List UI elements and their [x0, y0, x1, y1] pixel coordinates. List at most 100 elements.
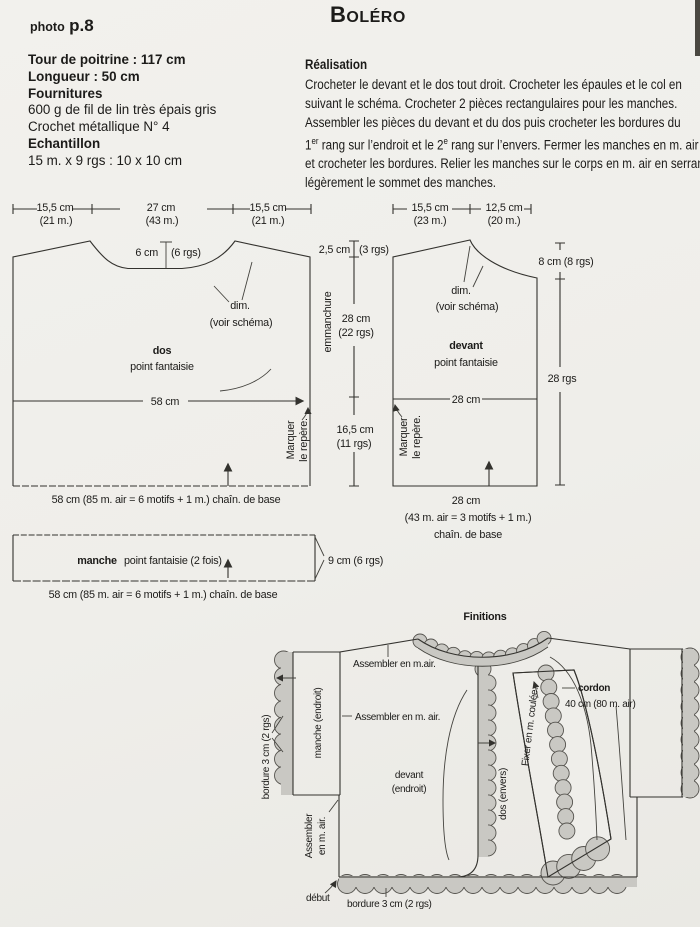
bordure-bottom-label: bordure 3 cm (2 rgs) — [347, 899, 432, 910]
dos-curve-mark — [219, 368, 272, 392]
scallop — [542, 693, 560, 710]
devant-front-edge — [455, 666, 479, 878]
assemble-top-label: Assembler en m.air. — [353, 659, 436, 670]
devant-stitch: point fantaisie — [434, 357, 498, 369]
dos-marker-1: Marquer — [285, 420, 297, 459]
scallop — [557, 808, 575, 826]
scallop — [552, 764, 570, 782]
devant-dim-note: dim. — [451, 285, 471, 297]
dos-envers-label: dos (envers) — [498, 768, 509, 820]
devant-right-dim-line — [555, 242, 565, 486]
photo-label: photo — [30, 20, 65, 34]
dos-dim-note-leaders — [213, 261, 253, 303]
dos-neck-depth: 6 cm — [135, 247, 158, 259]
devant-dim-note-sub: (voir schéma) — [436, 301, 499, 313]
dos-dim-left-sub: (21 m.) — [40, 215, 73, 227]
armhole-label: emmanchure — [322, 291, 334, 352]
devant-base-1: 28 cm — [452, 495, 481, 507]
between-low-sub: (11 rgs) — [337, 438, 372, 450]
dos-envers-outline — [512, 669, 612, 878]
dos-bottom-scallops — [540, 836, 611, 886]
between-low: 16,5 cm — [336, 424, 373, 436]
devant-name: devant — [449, 340, 483, 352]
scallop — [540, 678, 558, 696]
manche-sides — [12, 535, 316, 581]
between-mid-sub: (22 rgs) — [338, 327, 374, 339]
left-sleeve-outline — [292, 651, 340, 796]
between-top-sub: (3 rgs) — [359, 244, 389, 256]
cordon-label: cordon — [578, 683, 610, 694]
devant-dim-left-sub: (23 m.) — [414, 215, 447, 227]
bordure-left-leaders — [271, 715, 284, 753]
devant-base-3: chaîn. de base — [434, 529, 502, 541]
dos-dim-mid-sub: (43 m.) — [146, 215, 179, 227]
dos-dim-right-sub: (21 m.) — [252, 215, 285, 227]
debut-label: début — [306, 893, 330, 904]
neck-outer-curve — [417, 637, 549, 658]
dos-marker-arrow — [301, 406, 312, 421]
spec-line: 15 m. x 9 rgs : 10 x 10 cm — [28, 152, 183, 168]
realisation-heading: Réalisation — [305, 57, 368, 72]
spec-line: 600 g de fil de lin très épais gris — [28, 102, 217, 118]
manche-endroit-label: manche (endroit) — [313, 688, 324, 759]
scallop — [585, 836, 611, 862]
neck-border-band — [418, 638, 548, 667]
realisation-line: suivant le schéma. Crocheter 2 pièces re… — [305, 96, 678, 111]
manche-height: 9 cm (6 rgs) — [328, 555, 383, 567]
dos-stitch: point fantaisie — [130, 361, 194, 373]
realisation-line: Crocheter le devant et le dos tout droit… — [305, 77, 682, 92]
devant-marker-1: Marquer — [398, 417, 410, 456]
devant-marker-2: le repère. — [411, 415, 423, 459]
cordon-sub-label: 40 cm (80 m. air) — [565, 699, 635, 710]
spec-line: Fournitures — [28, 85, 103, 101]
dos-neck-depth-sub: (6 rgs) — [171, 247, 201, 259]
devant-drape-line — [442, 689, 468, 861]
between-dims: 2,5 cm (3 rgs) emmanchure 28 cm (22 rgs)… — [319, 240, 389, 487]
scallop — [554, 779, 572, 797]
finitions-diagram: Finitions — [261, 611, 700, 910]
body-right-shoulder — [547, 637, 631, 650]
devant-outline — [392, 239, 538, 487]
realisation-line: légèrement le sommet des manches. — [305, 175, 497, 191]
dos-dim-right: 15,5 cm — [249, 202, 286, 214]
realisation-line: Assembler les pièces du devant et du dos… — [305, 115, 681, 130]
devant-marker-arrow — [392, 403, 403, 418]
realisation-section: Réalisation Crocheter le devant et le do… — [305, 55, 700, 192]
dos-neck-depth-tick — [160, 241, 172, 269]
dos-dim-note: dim. — [230, 300, 250, 312]
assemble-low-label-2: en m. air. — [317, 817, 328, 855]
left-sleeve-border-band — [281, 652, 293, 795]
dos-base-chain: 58 cm (85 m. air = 6 motifs + 1 m.) chaî… — [52, 494, 281, 506]
scallop — [556, 793, 574, 811]
devant-dim-left: 15,5 cm — [411, 202, 448, 214]
front-border-band — [478, 668, 488, 857]
spec-line: Longueur : 50 cm — [28, 68, 140, 84]
dos-dim-line — [12, 204, 312, 214]
scallop — [544, 707, 562, 725]
dos-drape-line — [615, 705, 627, 841]
scallop — [547, 721, 564, 739]
devant-dim-note-leaders — [463, 245, 484, 288]
dos-dim-left: 15,5 cm — [36, 202, 73, 214]
neck-inner-curve — [417, 646, 549, 667]
devant-right-top: 8 cm (8 rgs) — [538, 256, 593, 268]
pattern-specs: Tour de poitrine : 117 cm Longueur : 50 … — [28, 52, 216, 170]
dos-dim-note-sub: (voir schéma) — [210, 317, 273, 329]
manche-stitch: point fantaisie (2 fois) — [124, 555, 222, 567]
devant-endroit-label-2: (endroit) — [392, 784, 427, 795]
devant-endroit-label-1: devant — [395, 770, 424, 781]
devant-schematic: 15,5 cm (23 m.) 12,5 cm (20 m.) dim. (vo… — [392, 202, 594, 541]
fixer-arrow — [532, 680, 540, 699]
assemble-low-leader — [328, 799, 339, 813]
dos-mid-width: 58 cm — [151, 396, 180, 408]
right-sleeve-outline — [629, 648, 683, 798]
manche-name: manche — [77, 555, 117, 567]
devant-base-2: (43 m. air = 3 motifs + 1 m.) — [405, 512, 532, 524]
dos-schematic: 15,5 cm (21 m.) 27 cm (43 m.) 15,5 cm (2… — [12, 202, 312, 506]
dos-dim-mid: 27 cm — [147, 202, 176, 214]
devant-right-rows: 28 rgs — [548, 373, 578, 385]
scallop — [537, 664, 555, 682]
devant-dim-right-sub: (20 m.) — [488, 215, 521, 227]
